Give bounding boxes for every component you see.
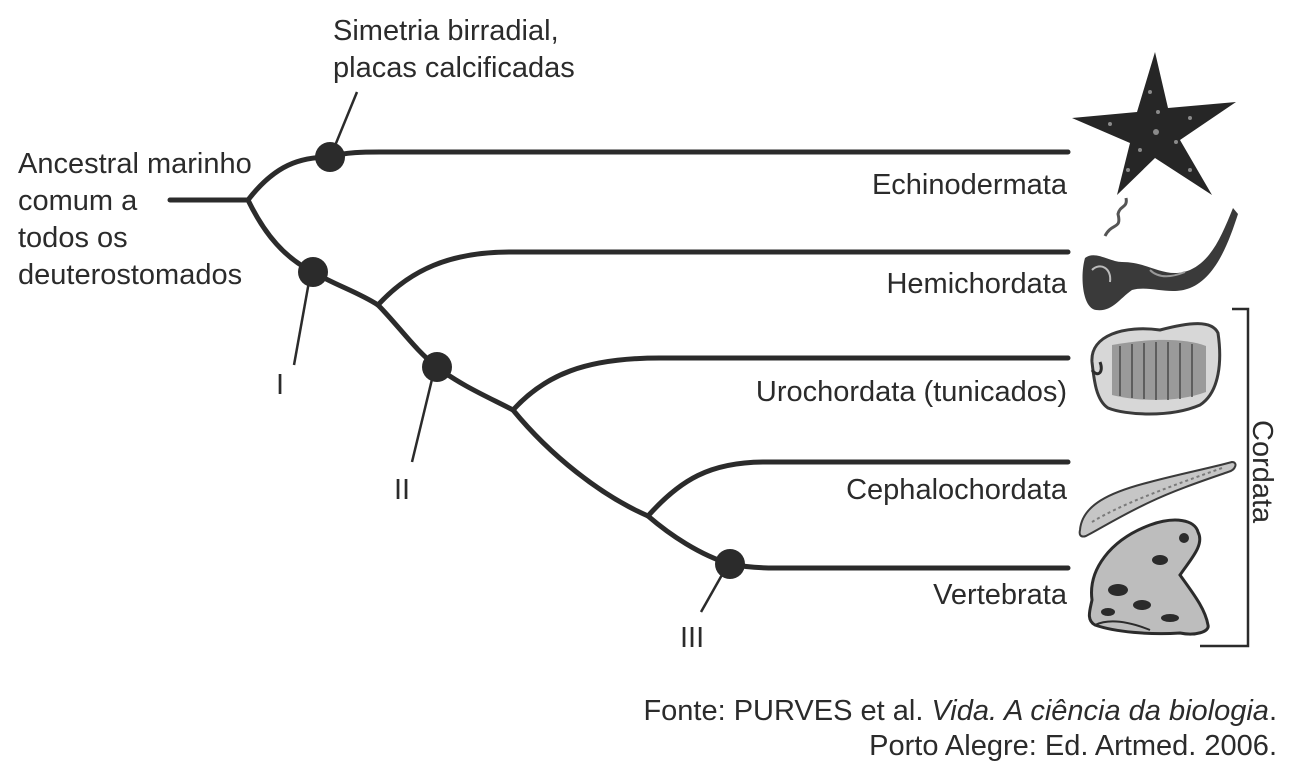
taxon-label-hemichordata: Hemichordata (886, 268, 1067, 300)
marker-I: I (276, 369, 284, 401)
ancestor-label-line: deuterostomados (18, 259, 242, 291)
taxon-label-cephalochordata: Cephalochordata (846, 474, 1068, 506)
node-I (298, 257, 328, 287)
taxon-label-echinodermata: Echinodermata (872, 169, 1068, 201)
marker-II: II (394, 474, 410, 506)
branch-cephalochordata (645, 459, 1071, 519)
pointer-I (292, 275, 312, 366)
synapomorphy-nodes (298, 142, 745, 579)
branch-hemichordata (375, 249, 1071, 308)
taxon-label-urochordata: Urochordata (tunicados) (756, 376, 1067, 408)
pointer-lines (292, 91, 729, 613)
pointer-trait (330, 91, 359, 154)
trait-label-line: Simetria birradial, (333, 15, 559, 47)
source-line-2: Porto Alegre: Ed. Artmed. 2006. (869, 730, 1277, 762)
taxon-label-vertebrata: Vertebrata (933, 579, 1068, 611)
trait-label-line: placas calcificadas (333, 52, 575, 84)
lancelet-icon (1078, 460, 1237, 538)
node-III (715, 549, 745, 579)
pointer-II (410, 370, 436, 463)
node-II (422, 352, 452, 382)
marker-III: III (680, 622, 704, 654)
echinoderm-trait-label: Simetria birradial, placas calcificadas (333, 15, 575, 84)
starfish-icon (1072, 52, 1236, 195)
ancestor-label-line: todos os (18, 222, 128, 254)
source-line-1: Fonte: PURVES et al. Vida. A ciência da … (643, 694, 1277, 729)
tunicate-icon (1090, 322, 1222, 416)
branch-urochordata (510, 355, 1071, 413)
ancestor-label-line: Ancestral marinho (18, 148, 252, 180)
ancestor-label: Ancestral marinho comum a todos os deute… (18, 148, 260, 291)
source-citation: Fonte: PURVES et al. Vida. A ciência da … (643, 694, 1277, 764)
ancestor-label-line: comum a (18, 185, 138, 217)
source-title: Vida. A ciência da biologia (931, 695, 1269, 727)
source-prefix: Fonte: PURVES et al. (643, 695, 932, 727)
node-echinoderm-trait (315, 142, 345, 172)
cordata-bracket (1200, 307, 1250, 648)
branch-vertebrata (727, 561, 1071, 571)
source-suffix: . (1268, 695, 1277, 727)
frog-icon (1087, 518, 1210, 636)
cordata-label: Cordata (1246, 420, 1278, 524)
acorn-worm-icon (1082, 197, 1238, 311)
